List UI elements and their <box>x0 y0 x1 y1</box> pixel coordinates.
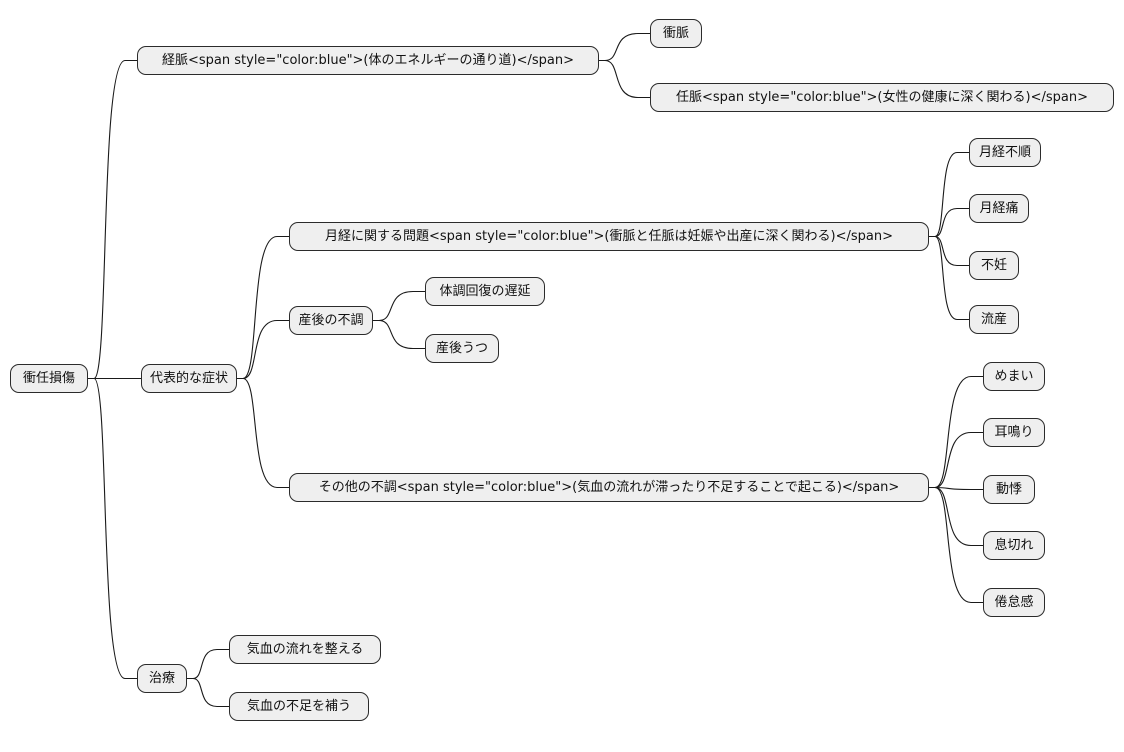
mindmap-edge-root-to-keimyaku <box>88 59 137 380</box>
mindmap-node-label: 流産 <box>980 312 1007 327</box>
mindmap-node-label: 代表的な症状 <box>150 371 229 386</box>
mindmap-node-label: 月経痛 <box>979 201 1019 216</box>
mindmap-node-chiryo[interactable]: 治療 <box>137 664 187 693</box>
mindmap-edge-sango-to-sangoutsu <box>373 319 425 350</box>
mindmap-edge-sonota-to-ikigire <box>929 486 983 547</box>
mindmap-node-kiketsu_fusoku[interactable]: 気血の不足を補う <box>229 692 369 721</box>
mindmap-node-label: 月経不順 <box>979 145 1032 160</box>
mindmap-edge-sonota-to-miminari <box>929 431 983 489</box>
mindmap-node-sango[interactable]: 産後の不調 <box>289 306 373 335</box>
mindmap-node-label: 耳鳴り <box>994 425 1034 440</box>
mindmap-node-label: 体調回復の遅延 <box>439 284 531 299</box>
mindmap-edge-gekkei-to-ryuzan <box>929 235 969 321</box>
mindmap-edge-sango-to-taichou <box>373 290 425 322</box>
mindmap-edge-chiryo-to-kiketsu_nagare <box>187 648 229 680</box>
mindmap-edge-daihyo-to-sonota <box>237 377 289 489</box>
mindmap-edge-gekkei-to-gekkei_fujun <box>929 151 969 238</box>
mindmap-node-gekkei_fujun[interactable]: 月経不順 <box>969 138 1041 167</box>
mindmap-node-label: 衝任損傷 <box>22 371 75 386</box>
mindmap-node-daihyo[interactable]: 代表的な症状 <box>141 364 237 393</box>
mindmap-edge-sonota-to-memai <box>929 375 983 489</box>
mindmap-edge-gekkei-to-gekkei_tsu <box>929 207 969 238</box>
mindmap-node-kiketsu_nagare[interactable]: 気血の流れを整える <box>229 635 381 664</box>
mindmap-node-gekkei_tsu[interactable]: 月経痛 <box>969 194 1029 223</box>
mindmap-edge-gekkei-to-funin <box>929 235 969 267</box>
mindmap-edge-daihyo-to-sango <box>237 319 289 380</box>
mindmap-node-label: 産後の不調 <box>298 313 364 328</box>
mindmap-node-sangoutsu[interactable]: 産後うつ <box>425 334 499 363</box>
mindmap-node-label: 息切れ <box>994 538 1034 553</box>
mindmap-node-label: 衝脈 <box>662 26 689 41</box>
mindmap-node-memai[interactable]: めまい <box>983 362 1045 391</box>
mindmap-node-label: 産後うつ <box>435 341 488 356</box>
mindmap-edge-keimyaku-to-ninmyaku <box>599 59 650 99</box>
mindmap-node-root[interactable]: 衝任損傷 <box>10 364 88 393</box>
mindmap-node-label: 不妊 <box>980 258 1007 273</box>
mindmap-node-label: その他の不調<span style="color:blue">(気血の流れが滞っ… <box>318 480 900 495</box>
mindmap-node-keimyaku[interactable]: 経脈<span style="color:blue">(体のエネルギーの通り道)… <box>137 46 599 75</box>
mindmap-node-label: 気血の不足を補う <box>246 699 351 714</box>
mindmap-node-sonota[interactable]: その他の不調<span style="color:blue">(気血の流れが滞っ… <box>289 473 929 502</box>
mindmap-node-label: 気血の流れを整える <box>246 642 364 657</box>
mindmap-node-label: めまい <box>994 369 1034 384</box>
mindmap-node-ryuzan[interactable]: 流産 <box>969 305 1019 334</box>
mindmap-edge-sonota-to-douki <box>929 486 983 491</box>
mindmap-node-ninmyaku[interactable]: 任脈<span style="color:blue">(女性の健康に深く関わる)… <box>650 83 1114 112</box>
mindmap-node-shomyaku[interactable]: 衝脈 <box>650 19 702 48</box>
mindmap-node-label: 治療 <box>148 671 175 686</box>
mindmap-node-kentaikan[interactable]: 倦怠感 <box>983 588 1045 617</box>
mindmap-node-label: 経脈<span style="color:blue">(体のエネルギーの通り道)… <box>162 53 574 68</box>
mindmap-node-ikigire[interactable]: 息切れ <box>983 531 1045 560</box>
mindmap-edge-keimyaku-to-shomyaku <box>599 32 650 62</box>
mindmap-node-label: 任脈<span style="color:blue">(女性の健康に深く関わる)… <box>676 90 1088 105</box>
mindmap-node-label: 動悸 <box>995 482 1022 497</box>
mindmap-node-douki[interactable]: 動悸 <box>983 475 1035 504</box>
mindmap-node-funin[interactable]: 不妊 <box>969 251 1019 280</box>
mindmap-node-taichou[interactable]: 体調回復の遅延 <box>425 277 545 306</box>
mindmap-edge-daihyo-to-gekkei <box>237 235 289 380</box>
mindmap-node-miminari[interactable]: 耳鳴り <box>983 418 1045 447</box>
mindmap-node-gekkei[interactable]: 月経に関する問題<span style="color:blue">(衝脈と任脈は… <box>289 222 929 251</box>
mindmap-edge-sonota-to-kentaikan <box>929 486 983 604</box>
mindmap-node-label: 月経に関する問題<span style="color:blue">(衝脈と任脈は… <box>325 229 893 244</box>
mindmap-edge-chiryo-to-kiketsu_fusoku <box>187 677 229 708</box>
mindmap-node-label: 倦怠感 <box>994 595 1034 610</box>
mindmap-edge-root-to-chiryo <box>88 377 137 680</box>
